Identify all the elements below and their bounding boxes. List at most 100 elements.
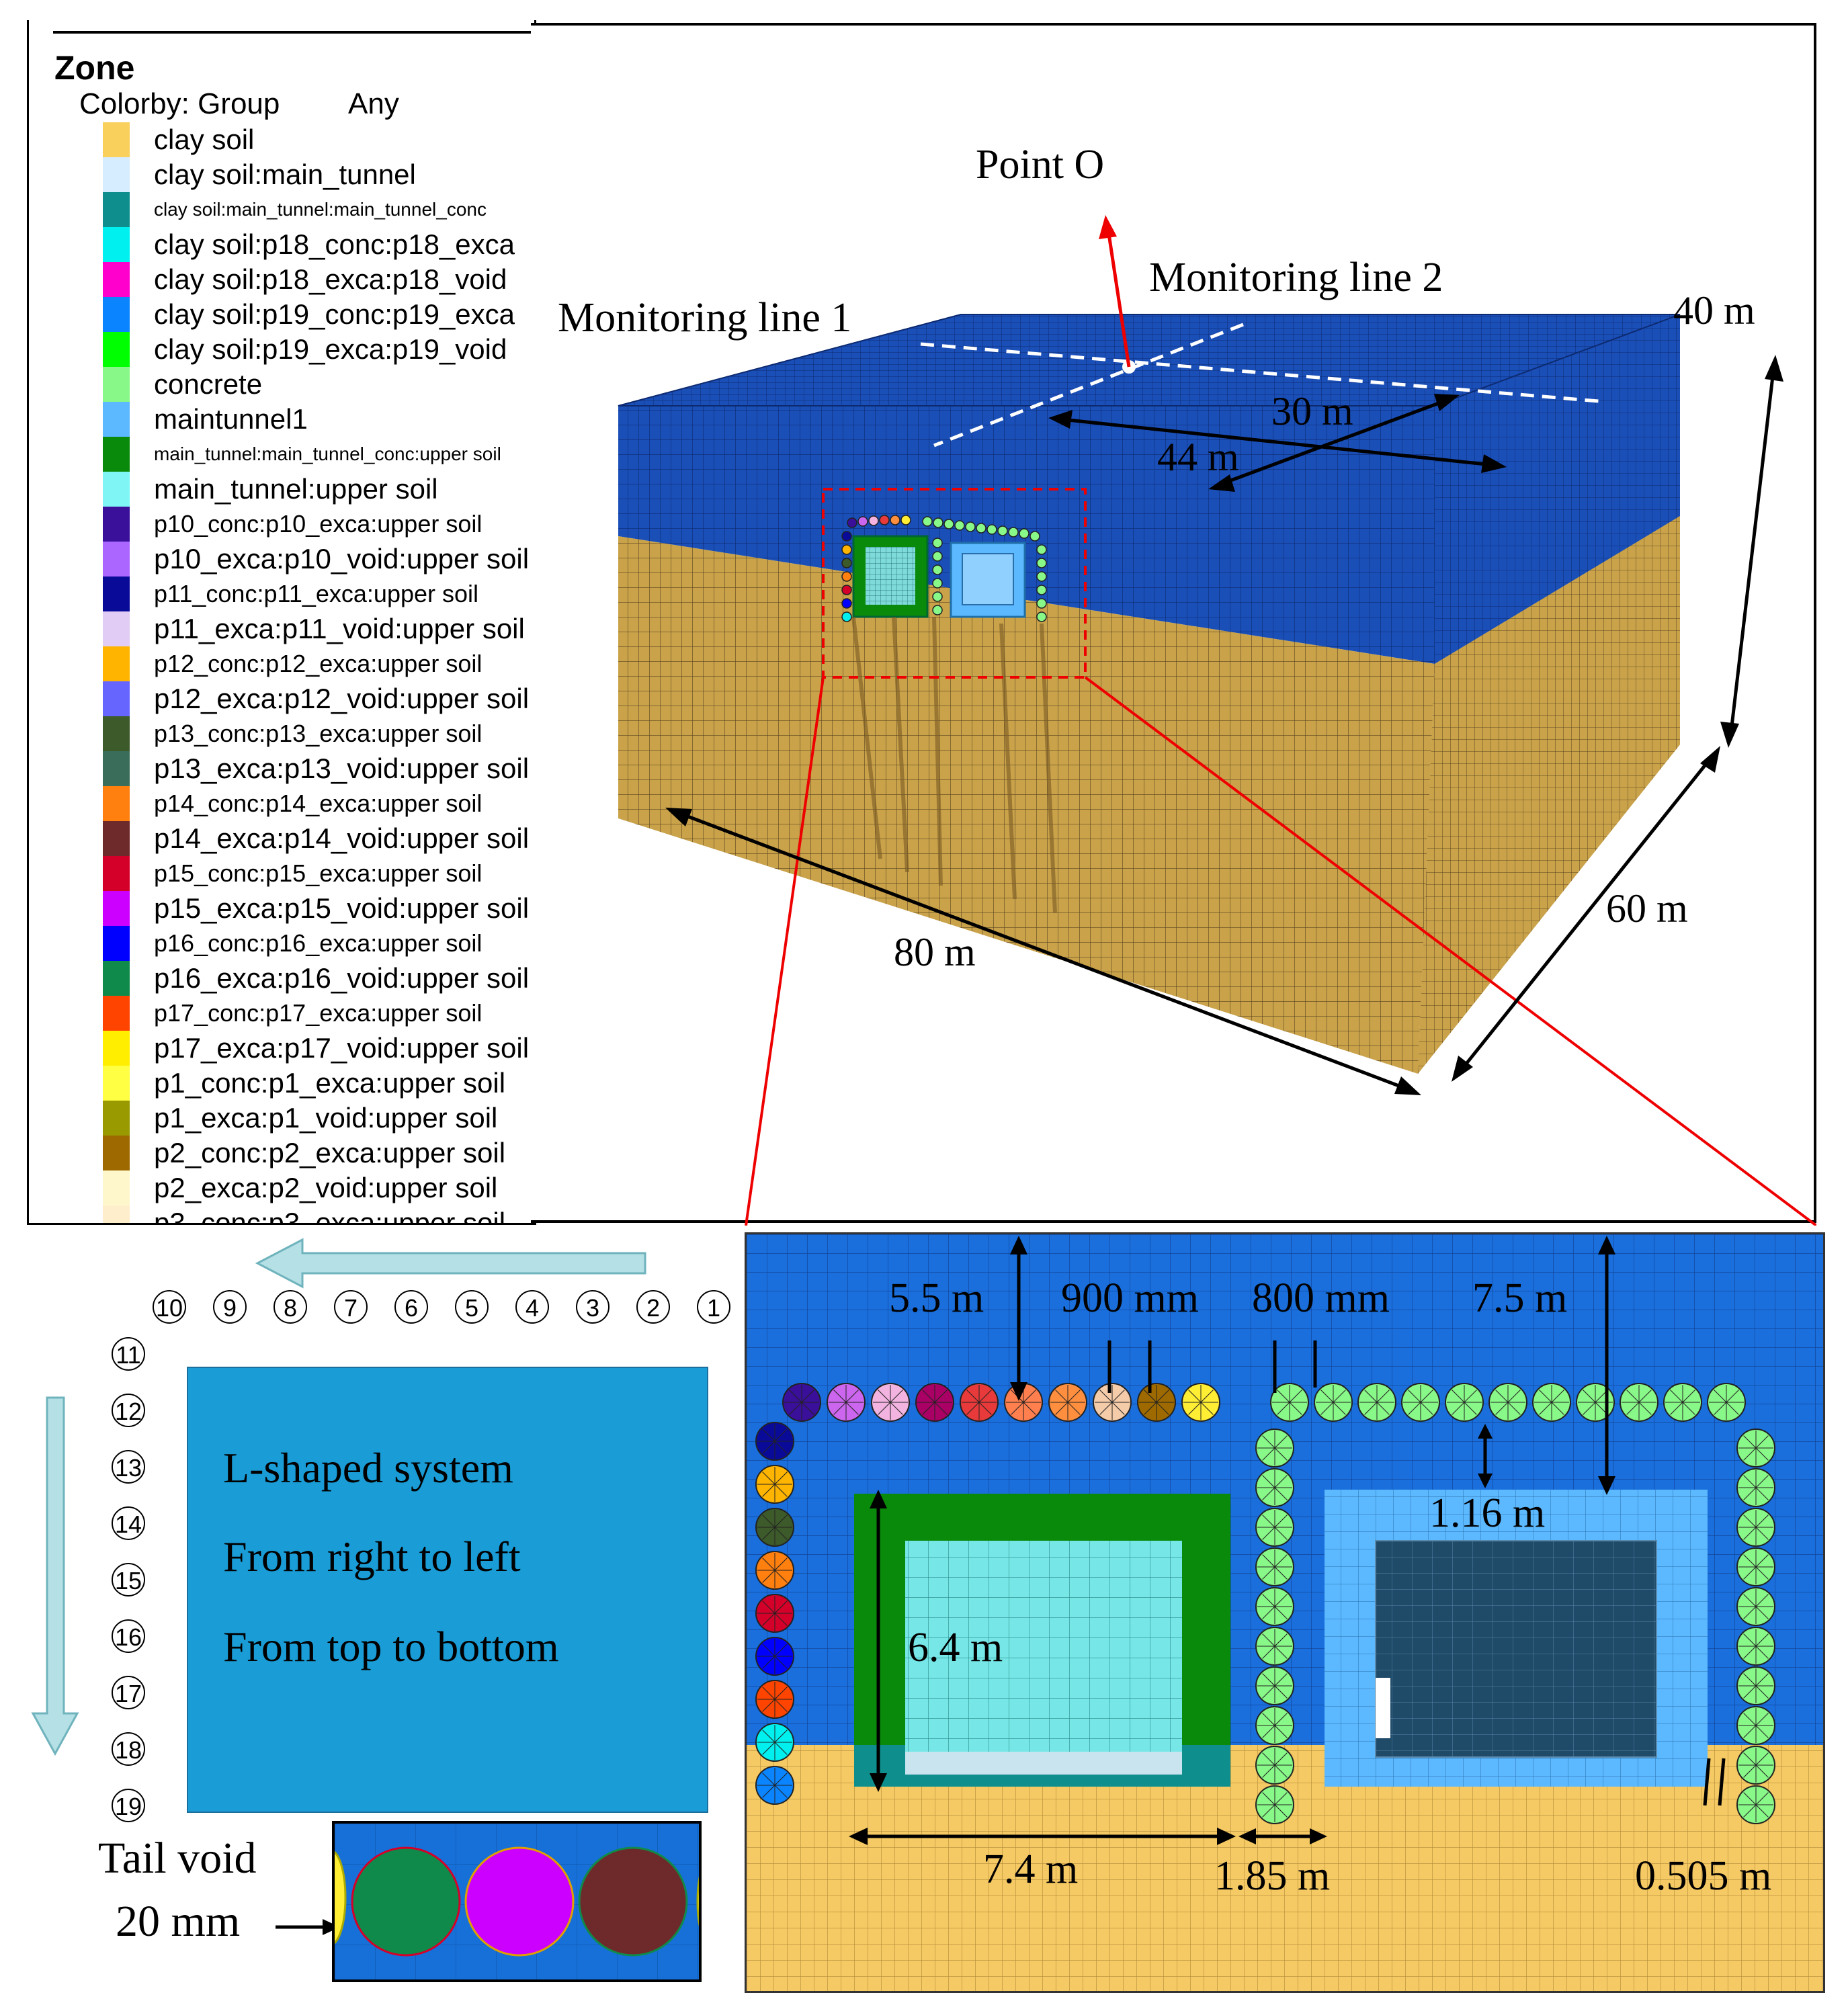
arrow-right-to-left: [255, 1238, 646, 1289]
legend-swatch: [103, 367, 130, 402]
legend-swatch: [103, 122, 130, 157]
pile-spoke: [1743, 1713, 1769, 1738]
detail-panel: 5.5 m 900 mm 800 mm 7.5 m 1.16 m 6.4 m 7…: [745, 1232, 1825, 1993]
pile-spoke: [762, 1773, 788, 1798]
legend-label: p13_conc:p13_exca:upper soil: [154, 720, 482, 747]
legend-swatch: [103, 786, 130, 821]
legend-label: p1_conc:p1_exca:upper soil: [154, 1067, 506, 1099]
pile-spoke: [1262, 1713, 1288, 1738]
legend-label: p16_exca:p16_void:upper soil: [154, 962, 530, 994]
legend-label: clay soil:p18_exca:p18_void: [154, 263, 507, 295]
legend-label: p14_conc:p14_exca:upper soil: [154, 790, 482, 817]
legend-swatch: [103, 856, 130, 891]
sequence-number-circle: 6: [394, 1290, 428, 1324]
pile-spoke: [1583, 1390, 1608, 1415]
sequence-number-circle: 15: [112, 1563, 145, 1596]
pile-spoke: [1743, 1752, 1769, 1778]
pile-spoke: [1011, 1390, 1036, 1415]
legend-label: p11_conc:p11_exca:upper soil: [154, 580, 479, 607]
dim-1-85-label: 1.85 m: [1214, 1853, 1331, 1899]
legend-swatch: [103, 646, 130, 681]
legend-colorby: Colorby: Group: [79, 87, 280, 120]
legend-label: p10_exca:p10_void:upper soil: [154, 543, 530, 574]
dim-900-label: 900 mm: [1061, 1275, 1199, 1321]
legend-swatch: [103, 262, 130, 297]
model-pile-ring: [841, 515, 1047, 622]
dim-44-label: 44 m: [1157, 435, 1239, 479]
sequence-number-circle: 4: [515, 1290, 549, 1324]
pile-spoke: [1743, 1673, 1769, 1699]
legend-swatch: [103, 1136, 130, 1170]
dim-7-5-label: 7.5 m: [1472, 1275, 1568, 1321]
sequence-line-1: L-shaped system: [223, 1444, 513, 1492]
sequence-number-circle: 3: [576, 1290, 610, 1324]
sequence-number-circle: 8: [274, 1290, 307, 1324]
sequence-number-circle: 1: [697, 1290, 730, 1324]
pile-spoke: [789, 1390, 814, 1415]
legend-swatch: [103, 332, 130, 367]
pile-spoke: [1452, 1390, 1477, 1415]
pile-spoke: [1262, 1435, 1288, 1461]
model-3d-view: [618, 215, 1816, 1226]
legend-swatch: [103, 681, 130, 716]
pile-spoke: [1626, 1390, 1652, 1415]
legend-swatch: [103, 1066, 130, 1101]
pile-spoke: [762, 1730, 788, 1755]
dim-800-label: 800 mm: [1252, 1275, 1390, 1321]
dim-30-label: 30 m: [1271, 389, 1353, 433]
pile-spoke: [1055, 1390, 1081, 1415]
dim-80-label: 80 m: [894, 930, 976, 974]
pile-spoke: [1262, 1792, 1288, 1818]
pile-spoke: [1495, 1390, 1521, 1415]
sequence-number-circle: 13: [112, 1450, 145, 1484]
pile-spoke: [1262, 1594, 1288, 1619]
sequence-number-circle: 17: [112, 1676, 145, 1709]
detail-cross-section: [747, 1234, 1823, 1991]
pile-spoke: [1743, 1633, 1769, 1659]
legend-label: p3_conc:p3_exca:upper soil: [154, 1207, 506, 1225]
sequence-number-circle: 12: [112, 1394, 145, 1427]
pile-spoke: [1144, 1390, 1169, 1415]
legend-any: Any: [348, 87, 399, 120]
pile-spoke: [762, 1429, 788, 1454]
pile-column-left: [755, 1422, 794, 1805]
pile-spoke: [1320, 1390, 1346, 1415]
legend-swatch: [103, 1170, 130, 1205]
legend-label: p15_conc:p15_exca:upper soil: [154, 859, 482, 887]
legend-label: p17_conc:p17_exca:upper soil: [154, 999, 482, 1027]
sequence-box: L-shaped system From right to left From …: [187, 1367, 708, 1813]
legend-swatch: [103, 891, 130, 926]
pile-spoke: [922, 1390, 948, 1415]
pile-spoke: [1262, 1752, 1288, 1778]
legend-swatch: [103, 821, 130, 856]
tail-pile-purple: [464, 1846, 575, 1957]
legend-swatch: [103, 1031, 130, 1066]
zoom-line-right: [1084, 676, 1816, 1226]
legend-label: clay soil: [154, 124, 255, 155]
dim-5-5-label: 5.5 m: [889, 1275, 984, 1321]
dim-6-4-label: 6.4 m: [908, 1625, 1003, 1670]
legend-label: clay soil:p19_conc:p19_exca: [154, 298, 515, 330]
legend-swatch: [103, 1101, 130, 1136]
legend-label: p1_exca:p1_void:upper soil: [154, 1102, 498, 1134]
pile-spoke: [833, 1390, 859, 1415]
legend-label: clay soil:p18_conc:p18_exca: [154, 228, 515, 260]
dim-40-label: 40 m: [1673, 288, 1755, 333]
pile-spoke: [1262, 1673, 1288, 1699]
legend-label: p11_exca:p11_void:upper soil: [154, 613, 525, 644]
legend-label: p2_conc:p2_exca:upper soil: [154, 1137, 506, 1168]
legend-label: maintunnel1: [154, 403, 308, 435]
sequence-number-circle: 14: [112, 1506, 145, 1540]
sequence-line-3: From top to bottom: [223, 1623, 559, 1670]
pile-spoke: [762, 1644, 788, 1669]
pile-spoke: [762, 1472, 788, 1497]
legend-swatch: [103, 926, 130, 961]
legend-label: p17_exca:p17_void:upper soil: [154, 1032, 530, 1064]
pile-spoke: [762, 1558, 788, 1583]
tail-pile-brown: [578, 1846, 688, 1957]
legend-swatch: [103, 297, 130, 332]
sequence-number-circle: 9: [213, 1290, 247, 1324]
sequence-number-circle: 19: [112, 1789, 145, 1822]
tail-void-label: Tail void: [98, 1834, 257, 1883]
